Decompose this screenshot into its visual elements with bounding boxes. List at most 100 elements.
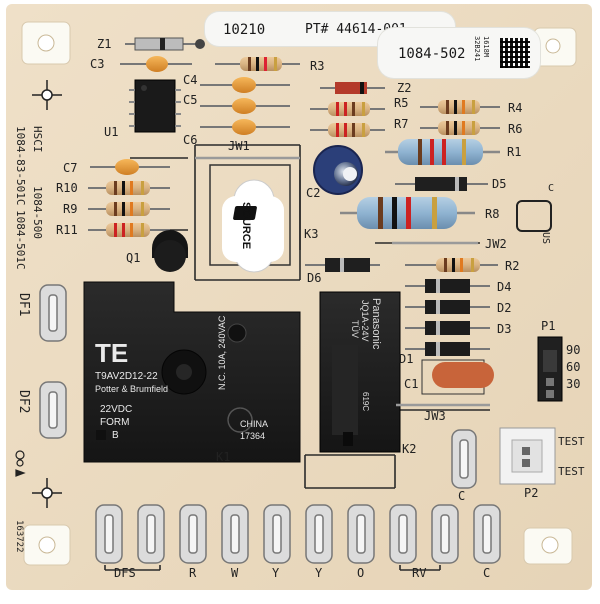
k1-maker: Potter & Brumfield — [95, 384, 169, 394]
relay-k2 — [319, 291, 401, 453]
terminal-label-o: O — [357, 566, 365, 580]
label-r4: R4 — [508, 101, 523, 115]
capacitor-c7 — [90, 159, 170, 175]
jumper-pos-30: 30 — [566, 377, 581, 391]
resistor-r2 — [405, 258, 498, 272]
label-r3: R3 — [310, 59, 325, 73]
label-d2: D2 — [497, 301, 512, 315]
label-p1: P1 — [541, 319, 556, 333]
terminal-label-y2: Y — [315, 566, 323, 580]
k1-coil: 22VDC — [100, 404, 133, 415]
label-d6: D6 — [307, 271, 322, 285]
terminal-label-w: W — [231, 566, 239, 580]
terminal-label-r: R — [189, 566, 197, 580]
side-text-1084-500: 1084-500 — [31, 186, 44, 239]
label-jw2: JW2 — [485, 237, 507, 251]
jumper-pos-60: 60 — [566, 360, 581, 374]
qr-caption: 1618M — [482, 36, 490, 58]
label-df1: DF1 — [16, 293, 31, 317]
test-label-1: TEST — [558, 435, 585, 448]
jumper-pos-90: 90 — [566, 343, 581, 357]
label-r2: R2 — [505, 259, 520, 273]
label-c2: C2 — [306, 186, 321, 200]
k1-form: FORM — [100, 417, 130, 428]
terminal-label-y1: Y — [272, 566, 280, 580]
ul-listing-icon — [516, 200, 552, 232]
bottom-terminal-strip — [95, 504, 501, 564]
label-d4: D4 — [497, 280, 512, 294]
label-r11: R11 — [56, 223, 78, 237]
label-k3: K3 — [304, 227, 319, 241]
k1-model: T9AV2D12-22 — [95, 371, 158, 382]
diode-z1 — [125, 37, 205, 51]
label-jw1: JW1 — [228, 139, 250, 153]
resistors-r10-r9-r11 — [88, 181, 170, 237]
label-z1: Z1 — [97, 37, 112, 51]
spade-terminals-df — [39, 284, 67, 439]
capacitor-c3 — [120, 56, 192, 72]
qr-code-icon — [500, 38, 530, 68]
terminal-label-c: C — [483, 566, 491, 580]
diode-z2 — [320, 82, 385, 94]
label-k1: K1 — [216, 450, 231, 464]
label-r8: R8 — [485, 207, 500, 221]
k1-form-letter: B — [112, 430, 119, 441]
model-sticker: 1084-502 1618M 32B241 — [378, 28, 540, 78]
terminal-label-dfs: DFS — [114, 566, 136, 580]
source-logo-text: SOURCE — [240, 202, 252, 250]
label-c-terminal: C — [458, 489, 466, 503]
label-jw3: JW3 — [424, 409, 446, 423]
resistor-r3 — [215, 57, 300, 71]
label-d1: D1 — [399, 352, 414, 366]
k2-brand: Panasonic — [370, 298, 382, 350]
label-c4: C4 — [183, 73, 198, 87]
label-q1: Q1 — [126, 251, 141, 265]
relay-k1 — [83, 281, 301, 463]
k1-brand: TE — [95, 338, 129, 368]
k2-lot: 619C — [361, 392, 370, 412]
jumper-header-p1 — [537, 336, 563, 402]
k1-rating: N.C. 10A, 240VAC — [217, 315, 227, 390]
label-d3: D3 — [497, 322, 512, 336]
mounting-holes — [21, 21, 577, 566]
resistors-r4-r6 — [420, 100, 500, 135]
label-r1: R1 — [507, 145, 522, 159]
sticker-serial: 10210 — [223, 22, 266, 38]
capacitors-c4-c6 — [200, 77, 290, 135]
label-u1: U1 — [104, 125, 119, 139]
k2-model: JQ1A-24V — [360, 300, 370, 342]
resistor-r8 — [340, 197, 475, 229]
label-k2: K2 — [402, 442, 417, 456]
label-r10: R10 — [56, 181, 78, 195]
model-label: 1084-502 — [398, 46, 466, 62]
diode-d5 — [395, 177, 488, 191]
terminal-label-rv: RV — [412, 566, 427, 580]
label-r6: R6 — [508, 122, 523, 136]
label-p2: P2 — [524, 486, 539, 500]
k1-lot: 17364 — [240, 431, 266, 441]
diode-d6 — [305, 258, 380, 272]
jumper-wires — [195, 156, 490, 407]
capacitor-c2 — [313, 145, 363, 195]
diodes-d1-d4 — [405, 279, 490, 356]
side-text-hsci: HSCI — [31, 126, 44, 153]
side-text-board-code: 1084-83-501C — [14, 126, 27, 206]
label-c3: C3 — [90, 57, 105, 71]
ul-mark-c: C — [548, 183, 555, 194]
side-text-1084-501c: 1084-501C — [14, 210, 27, 270]
corner-code: 163722 — [14, 520, 24, 553]
k1-country: CHINA — [240, 419, 269, 429]
fiducial-marks — [32, 80, 62, 508]
capacitor-c1 — [421, 359, 494, 395]
label-df2: DF2 — [16, 390, 31, 414]
label-d5: D5 — [492, 177, 507, 191]
label-z2: Z2 — [397, 81, 412, 95]
source-logo: SOURCE — [222, 196, 284, 262]
spade-terminal-c — [451, 429, 477, 489]
label-c1: C1 — [404, 377, 419, 391]
ul-mark-us: US — [540, 232, 551, 245]
ic-u1 — [129, 79, 181, 133]
ground-symbol — [15, 450, 26, 477]
